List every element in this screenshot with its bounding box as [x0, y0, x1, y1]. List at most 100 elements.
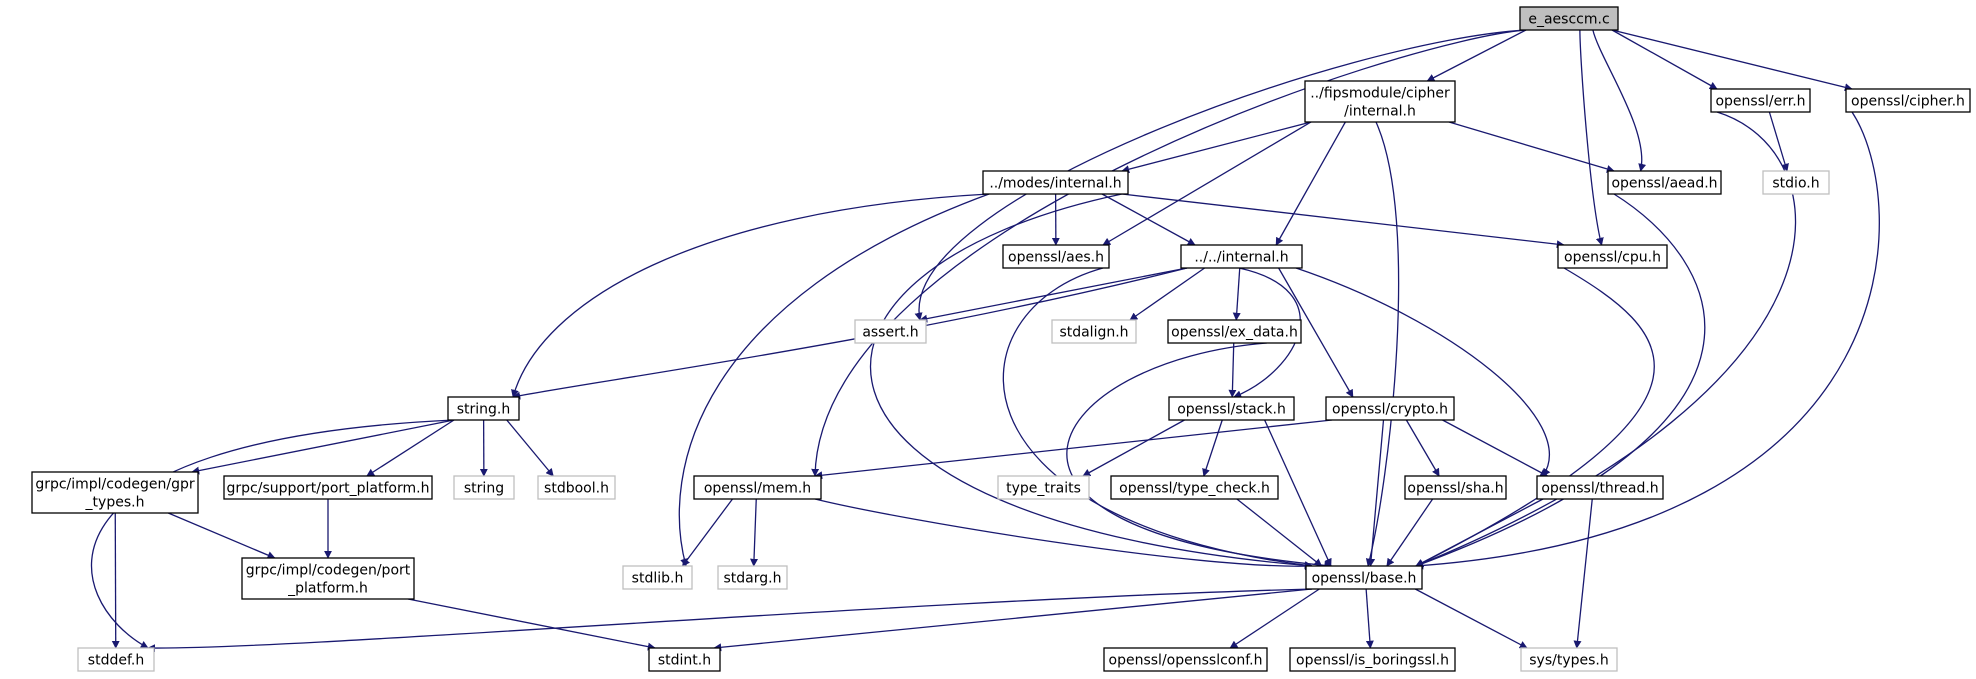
node-box-stdlib	[622, 565, 693, 590]
node-label-portplat: grpc/support/port_platform.h	[227, 481, 430, 497]
node-box-sha	[1404, 475, 1507, 500]
node-exdata[interactable]: openssl/ex_data.h	[1167, 319, 1302, 344]
node-label-thread: openssl/thread.h	[1541, 481, 1658, 497]
node-base[interactable]: openssl/base.h	[1305, 565, 1423, 590]
node-box-assert	[854, 319, 927, 344]
node-stddef: stddef.h	[77, 647, 155, 672]
edge-internal-to-thread	[1295, 267, 1551, 477]
node-box-typetraits	[997, 475, 1090, 500]
node-stdlib: stdlib.h	[622, 565, 693, 590]
node-box-portplat	[223, 475, 433, 500]
edge-internal-to-string	[512, 267, 1188, 400]
edge-aead-to-base	[1415, 193, 1706, 568]
node-opensslconf[interactable]: openssl/opensslconf.h	[1103, 647, 1268, 672]
node-root[interactable]: e_aesccm.c	[1519, 6, 1619, 31]
node-gprport[interactable]: grpc/impl/codegen/port _platform.h	[241, 557, 415, 600]
node-cpu[interactable]: openssl/cpu.h	[1557, 244, 1668, 269]
node-err[interactable]: openssl/err.h	[1710, 88, 1811, 113]
node-label-err: openssl/err.h	[1715, 94, 1805, 110]
node-stdio: stdio.h	[1762, 170, 1830, 195]
node-box-stdint	[648, 647, 721, 672]
edge-stack-to-typetraits	[1082, 419, 1185, 477]
edge-modes-to-stdlib	[678, 193, 990, 567]
edge-layer	[90, 29, 1880, 653]
node-box-gprport	[241, 557, 415, 600]
node-label-gprtypes: _types.h	[85, 495, 145, 511]
node-box-exdata	[1167, 319, 1302, 344]
node-label-base: openssl/base.h	[1312, 571, 1417, 587]
node-label-gprport: grpc/impl/codegen/port	[246, 563, 411, 579]
node-label-gprport: _platform.h	[287, 581, 368, 597]
node-box-systypes	[1520, 647, 1618, 672]
node-systypes: sys/types.h	[1520, 647, 1618, 672]
node-isboring[interactable]: openssl/is_boringssl.h	[1289, 647, 1456, 672]
edge-fipscipher-to-aead	[1448, 121, 1615, 173]
node-box-internal	[1180, 244, 1303, 269]
node-label-fipscipher: /internal.h	[1344, 104, 1416, 120]
edge-fipscipher-to-internal	[1275, 121, 1346, 246]
edge-cpu-to-base	[1415, 267, 1655, 567]
edge-crypto-to-sha	[1405, 419, 1440, 477]
node-assert: assert.h	[854, 319, 927, 344]
node-mem[interactable]: openssl/mem.h	[693, 475, 822, 500]
node-string[interactable]: string.h	[447, 396, 520, 421]
node-box-stack	[1168, 396, 1295, 421]
edge-base-to-stdint	[713, 588, 1313, 652]
edge-mem-to-stdarg	[750, 498, 759, 567]
node-box-stdbool	[537, 475, 616, 500]
edge-modes-to-internal	[1101, 193, 1196, 246]
node-label-modes: ../modes/internal.h	[989, 176, 1121, 192]
node-label-stdarg: stdarg.h	[724, 571, 782, 587]
node-typecheck[interactable]: openssl/type_check.h	[1110, 475, 1279, 500]
node-label-fipscipher: ../fipsmodule/cipher	[1310, 86, 1450, 102]
edge-mem-to-stdlib	[681, 498, 734, 567]
node-label-mem: openssl/mem.h	[704, 481, 811, 497]
node-label-stdalign: stdalign.h	[1059, 325, 1128, 341]
edge-base-to-systypes	[1414, 588, 1528, 649]
node-sha[interactable]: openssl/sha.h	[1404, 475, 1507, 500]
node-internal[interactable]: ../../internal.h	[1180, 244, 1303, 269]
edge-internal-to-assert	[919, 267, 1188, 323]
edge-crypto-to-thread	[1442, 419, 1549, 477]
node-box-mem	[693, 475, 822, 500]
node-crypto[interactable]: openssl/crypto.h	[1325, 396, 1455, 421]
node-cipher[interactable]: openssl/cipher.h	[1845, 88, 1971, 113]
node-stack[interactable]: openssl/stack.h	[1168, 396, 1295, 421]
node-box-stringx	[453, 475, 515, 500]
node-box-stdarg	[717, 565, 788, 590]
node-portplat[interactable]: grpc/support/port_platform.h	[223, 475, 433, 500]
node-label-crypto: openssl/crypto.h	[1332, 402, 1448, 418]
node-aead[interactable]: openssl/aead.h	[1607, 170, 1722, 195]
node-stdalign: stdalign.h	[1051, 319, 1137, 344]
edge-internal-to-stdalign	[1129, 267, 1206, 321]
edge-err-to-stdio	[1768, 111, 1789, 172]
node-box-root	[1519, 6, 1619, 31]
edge-root-to-cpu	[1579, 29, 1604, 246]
edge-fipscipher-to-aes	[1102, 121, 1312, 246]
edge-gprtypes-to-stddef	[111, 512, 120, 649]
node-thread[interactable]: openssl/thread.h	[1536, 475, 1664, 500]
edge-internal-to-exdata	[1232, 267, 1241, 321]
edge-base-to-opensslconf	[1229, 588, 1320, 649]
edge-string-to-gprtypes	[191, 419, 455, 475]
node-fipscipher[interactable]: ../fipsmodule/cipher/internal.h	[1304, 80, 1456, 123]
node-stdint[interactable]: stdint.h	[648, 647, 721, 672]
node-aes[interactable]: openssl/aes.h	[1002, 244, 1110, 269]
edge-root-to-mem	[811, 29, 1527, 477]
node-box-err	[1710, 88, 1811, 113]
edge-fipscipher-to-modes	[1121, 121, 1312, 174]
edge-crypto-to-mem	[814, 419, 1333, 480]
edge-sha-to-base	[1386, 498, 1434, 567]
node-box-cipher	[1845, 88, 1971, 113]
node-label-stack: openssl/stack.h	[1177, 402, 1286, 418]
node-label-stdio: stdio.h	[1772, 176, 1819, 192]
node-gprtypes[interactable]: grpc/impl/codegen/gpr_types.h	[31, 471, 199, 514]
node-modes[interactable]: ../modes/internal.h	[982, 170, 1129, 195]
edge-internal-to-crypto	[1278, 267, 1354, 398]
node-box-base	[1305, 565, 1423, 590]
edge-gprtypes-to-gprport	[167, 512, 276, 559]
edge-fipscipher-to-base	[1365, 121, 1400, 567]
node-label-cpu: openssl/cpu.h	[1564, 250, 1661, 266]
node-box-stddef	[77, 647, 155, 672]
